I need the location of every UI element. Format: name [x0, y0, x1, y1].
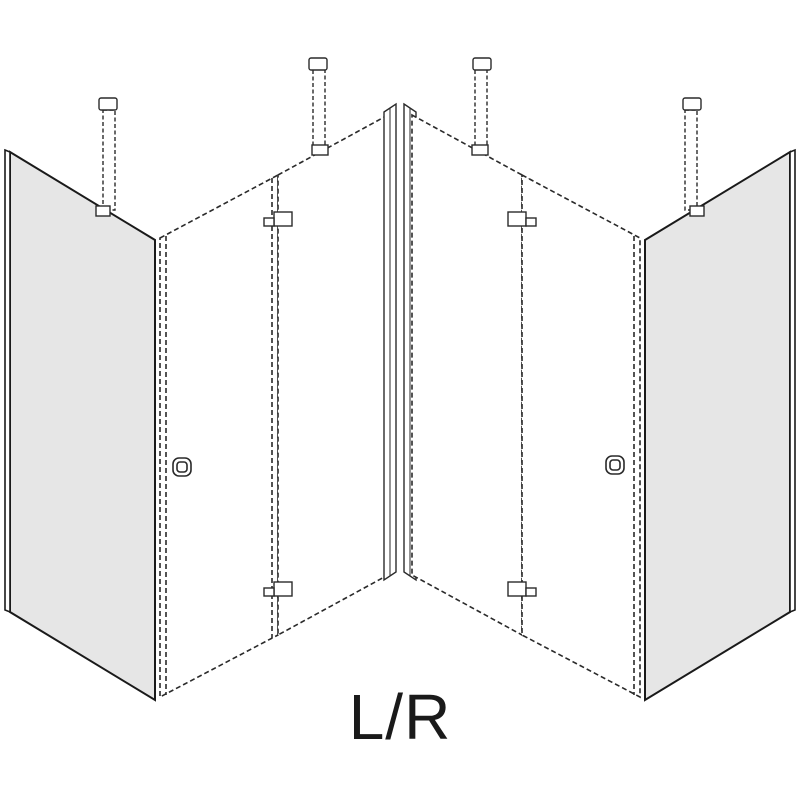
stabilizer-rod-right-wall	[682, 97, 705, 217]
hinge-left-top	[263, 211, 293, 227]
stabilizer-rod-left-panel	[308, 57, 329, 156]
door-knob-left	[172, 457, 192, 477]
right-door-panel	[411, 113, 529, 638]
hinge-right-bottom	[507, 581, 537, 597]
hinge-left-bottom	[263, 581, 293, 597]
right-fixed-panel	[521, 173, 641, 699]
stabilizer-rod-left-wall	[95, 97, 118, 217]
door-knob-right	[605, 455, 625, 475]
left-fixed-panel	[159, 173, 279, 699]
left-wall	[4, 148, 156, 702]
left-door-panel	[271, 113, 389, 638]
variant-label: L/R	[348, 681, 452, 753]
left-corner-profile	[383, 102, 397, 582]
right-wall	[644, 148, 796, 702]
stabilizer-rod-right-panel	[471, 57, 492, 156]
hinge-right-top	[507, 211, 537, 227]
